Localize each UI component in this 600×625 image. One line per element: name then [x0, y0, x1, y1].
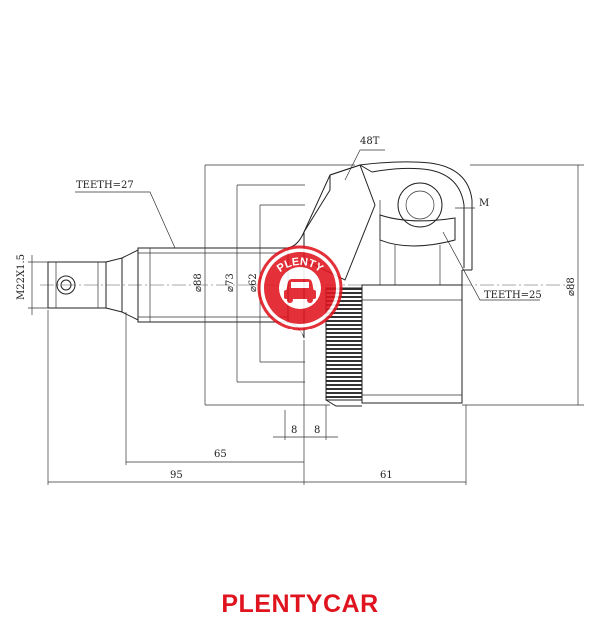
label-teeth-25: TEETH=25 — [484, 290, 542, 301]
diameter-dimensions — [28, 164, 584, 406]
label-ball-m: M — [479, 198, 489, 209]
plentycar-watermark-logo: PLENTY CAR — [257, 245, 343, 341]
watermark-top-text: PLENTY — [275, 256, 326, 275]
label-length-65: 65 — [214, 449, 227, 460]
label-length-61: 61 — [380, 470, 393, 481]
length-dimensions — [47, 310, 467, 485]
svg-text:CAR: CAR — [285, 327, 316, 341]
label-width-1: 8 — [291, 425, 297, 436]
label-teeth-27: TEETH=27 — [76, 180, 134, 191]
label-thread: M22X1.5 — [16, 254, 27, 300]
leader-lines — [75, 149, 540, 301]
label-dia-shaft: ⌀88 — [193, 273, 204, 292]
label-dia-outer: ⌀88 — [566, 277, 577, 296]
car-icon — [284, 279, 316, 303]
label-48t: 48T — [360, 136, 380, 147]
brand-name: PLENTYCAR — [221, 590, 379, 618]
label-length-95: 95 — [170, 470, 183, 481]
label-dia-inner: ⌀62 — [248, 273, 259, 292]
label-width-2: 8 — [314, 425, 320, 436]
watermark-bottom-text: CAR — [285, 327, 316, 341]
joint-housing — [303, 161, 473, 407]
svg-text:PLENTY: PLENTY — [275, 256, 326, 275]
label-dia-mid: ⌀73 — [225, 273, 236, 292]
